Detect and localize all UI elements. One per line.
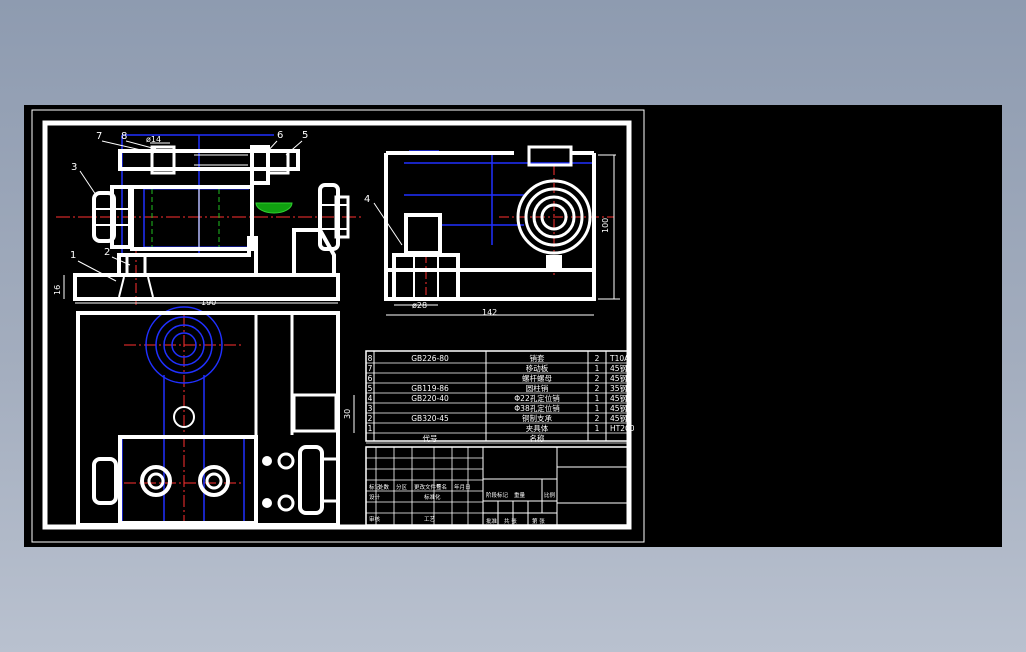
bom-cell-mat: 45钢: [610, 393, 627, 403]
callout-4: 4: [364, 194, 370, 205]
bom-cell-std: GB226-80: [411, 354, 449, 363]
dim-30-label: 30: [343, 409, 352, 419]
bom-cell-qty: 1: [595, 424, 600, 433]
bom-cell-no: 1: [368, 424, 373, 433]
title-block-label: 比例: [544, 491, 556, 499]
callout-6: 6: [277, 130, 283, 141]
callout-8: 8: [121, 131, 127, 142]
title-block-label: 共 张: [504, 517, 517, 525]
callout-3: 3: [71, 162, 77, 173]
bom-cell-name: 螺杆螺母: [522, 373, 552, 383]
bom-cell-qty: 2: [595, 414, 600, 423]
title-block-label: 分区: [396, 483, 408, 491]
callout-7: 7: [96, 131, 102, 142]
title-block-label: 签名: [436, 483, 447, 491]
callout-2: 2: [104, 247, 110, 258]
side-view: 100 142 ø28: [384, 145, 620, 317]
bom-cell-no: 3: [368, 404, 373, 413]
bom-cell-name: 夹具体: [526, 423, 549, 433]
dim-16-label: 16: [53, 285, 62, 295]
bom-cell-name: 名称: [530, 433, 545, 443]
bom-cell-mat: 45钢: [610, 403, 627, 413]
title-block-label: 批准: [486, 517, 498, 525]
bom-cell-mat: 45钢: [610, 373, 627, 383]
bom-cell-mat: T10A: [609, 354, 630, 363]
bom-cell-mat: HT200: [610, 424, 635, 433]
bom-table: 8 GB226-80 销套 2 T10A 7 移动板 1 45钢 6 螺杆螺母 2 45钢 5 GB119-…: [365, 350, 635, 444]
title-block-label: 审核: [369, 515, 381, 523]
bom-cell-mat: 45钢: [610, 413, 627, 423]
bom-cell-name: 销套: [530, 353, 545, 363]
bom-cell-name: 圆柱销: [526, 383, 549, 393]
bom-cell-no: 7: [368, 364, 373, 373]
bom-cell-qty: 2: [595, 354, 600, 363]
bom-cell-std: GB220-40: [411, 394, 449, 403]
bom-cell-qty: 2: [595, 374, 600, 383]
bom-cell-no: 2: [368, 414, 373, 423]
bom-cell-std: GB119-86: [411, 384, 449, 393]
bom-cell-qty: 1: [595, 394, 600, 403]
title-block-label: 工艺: [424, 516, 436, 523]
bom-cell-qty: 1: [595, 364, 600, 373]
dim-190-label: 190: [201, 298, 216, 307]
callout-1: 1: [70, 250, 76, 261]
cad-drawing: ø14 16 190 1 2 3 4 5 6 7 8: [31, 109, 645, 543]
dim-phi14-label: ø14: [146, 135, 161, 144]
top-view: 30: [76, 306, 355, 527]
title-block-label: 更改文件号: [414, 483, 442, 491]
bom-cell-name: Φ38孔定位销: [514, 403, 560, 413]
bom-cell-mat: 45钢: [610, 363, 627, 373]
cad-viewport[interactable]: ø14 16 190 1 2 3 4 5 6 7 8: [24, 105, 1002, 547]
dim-phi28-label: ø28: [412, 301, 427, 310]
bom-cell-std: GB320-45: [411, 414, 449, 423]
title-block-label: 年月日: [454, 483, 471, 491]
bom-cell-qty: 1: [595, 404, 600, 413]
bom-cell-qty: 2: [595, 384, 600, 393]
sheet-outer-frame: [31, 109, 645, 543]
bom-cell-name: Φ22孔定位销: [514, 393, 560, 403]
title-block-label: 标记: [369, 483, 381, 491]
bom-cell-no: 5: [368, 384, 373, 393]
bom-cell-name: 铜制支承: [522, 413, 552, 423]
dim-142-label: 142: [482, 308, 497, 317]
front-view: ø14 16 190: [53, 134, 364, 307]
title-block-label: 阶段标记: [486, 491, 509, 499]
title-block: 标记处数分区更改文件号签名年月日设计 标准化 阶段标记重量 比例审核 工艺 批准共 张 第 …: [365, 446, 630, 526]
bom-cell-std: 代号: [423, 433, 438, 443]
title-block-label: 处数: [378, 483, 390, 491]
title-block-label: 标准化: [424, 493, 441, 501]
bom-cell-no: 6: [368, 374, 373, 383]
dim-100-label: 100: [601, 218, 610, 233]
title-block-label: 设计: [369, 493, 381, 501]
title-block-label: 第 张: [532, 517, 545, 525]
bom-cell-name: 移动板: [526, 363, 549, 373]
callout-5: 5: [302, 130, 308, 141]
bom-cell-no: 8: [368, 354, 373, 363]
bom-cell-mat: 35钢: [610, 383, 627, 393]
bom-cell-no: 4: [368, 394, 373, 403]
title-block-label: 重量: [514, 491, 526, 499]
